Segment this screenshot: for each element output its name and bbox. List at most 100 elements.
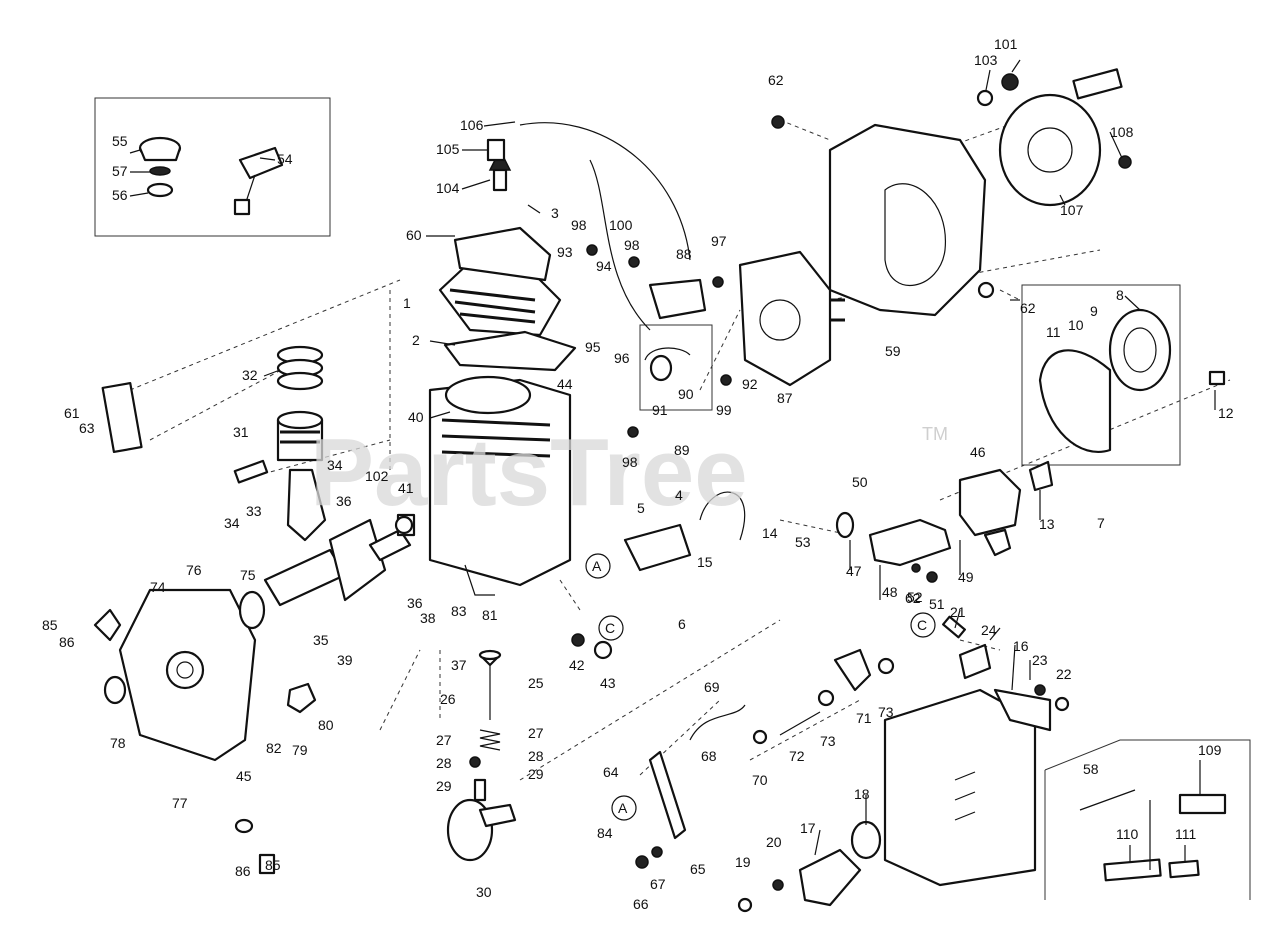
callout-69: 69 bbox=[704, 679, 720, 695]
starter-nut-part bbox=[1001, 73, 1019, 91]
callout-34b: 34 bbox=[327, 457, 343, 473]
oil-seal-part-78 bbox=[103, 675, 127, 705]
camshaft-part bbox=[446, 798, 517, 862]
piston-rings-part bbox=[276, 345, 324, 391]
nut-42 bbox=[571, 633, 585, 647]
callout-68: 68 bbox=[701, 748, 717, 764]
governor-rod-part bbox=[689, 704, 746, 741]
callout-45: 45 bbox=[236, 768, 252, 784]
screw-98c bbox=[627, 426, 639, 438]
callout-12: 12 bbox=[1218, 405, 1234, 421]
callout-86b: 86 bbox=[235, 863, 251, 879]
callout-54: 54 bbox=[277, 151, 293, 167]
callout-34a: 34 bbox=[224, 515, 240, 531]
callout-4: 4 bbox=[675, 487, 683, 503]
callout-99: 99 bbox=[716, 402, 732, 418]
muffler-stud-part bbox=[942, 615, 966, 639]
callout-85b: 85 bbox=[265, 857, 281, 873]
callout-32: 32 bbox=[242, 367, 258, 383]
ignition-coil-part bbox=[648, 278, 707, 320]
callout-76: 76 bbox=[186, 562, 202, 578]
nut-23 bbox=[1034, 684, 1046, 696]
nut-22 bbox=[1054, 696, 1070, 712]
callout-73a: 73 bbox=[820, 733, 836, 749]
nut-73b bbox=[877, 657, 895, 675]
callout-9: 9 bbox=[1090, 303, 1098, 319]
muffler-part bbox=[883, 688, 1037, 887]
inset-box-air-filter bbox=[1021, 284, 1181, 466]
callout-59: 59 bbox=[885, 343, 901, 359]
callout-63: 63 bbox=[79, 420, 95, 436]
callout-36b: 36 bbox=[407, 595, 423, 611]
callout-82: 82 bbox=[266, 740, 282, 756]
reference-mark-label: C bbox=[917, 617, 927, 633]
muffler-guard-part bbox=[798, 820, 882, 907]
reference-mark-c-2: C bbox=[910, 612, 936, 638]
callout-72: 72 bbox=[789, 748, 805, 764]
callout-50: 50 bbox=[852, 474, 868, 490]
reference-mark-label: C bbox=[605, 620, 615, 636]
tappet-part bbox=[473, 778, 487, 802]
callout-70: 70 bbox=[752, 772, 768, 788]
callout-80: 80 bbox=[318, 717, 334, 733]
callout-94: 94 bbox=[596, 258, 612, 274]
callout-42: 42 bbox=[569, 657, 585, 673]
cap-gasket-part bbox=[149, 166, 171, 176]
callout-22: 22 bbox=[1056, 666, 1072, 682]
callout-38: 38 bbox=[420, 610, 436, 626]
callout-97: 97 bbox=[711, 233, 727, 249]
callout-87: 87 bbox=[777, 390, 793, 406]
reference-mark-a-2: A bbox=[611, 795, 637, 821]
callout-11: 11 bbox=[1046, 324, 1061, 340]
intake-gasket-part bbox=[835, 511, 855, 539]
air-cleaner-part bbox=[1038, 308, 1172, 453]
callout-10: 10 bbox=[1068, 317, 1084, 333]
callout-3: 3 bbox=[551, 205, 559, 221]
callout-26: 26 bbox=[440, 691, 456, 707]
callout-28a: 28 bbox=[436, 755, 452, 771]
bushing-41 bbox=[394, 515, 414, 535]
valve-part bbox=[478, 649, 502, 720]
callout-8: 8 bbox=[1116, 287, 1124, 303]
callout-96: 96 bbox=[614, 350, 630, 366]
oil-plug-part bbox=[234, 818, 276, 875]
callout-53: 53 bbox=[795, 534, 811, 550]
callout-13: 13 bbox=[1039, 516, 1055, 532]
carb-gasket-part bbox=[1028, 460, 1054, 492]
adjusting-screw-part bbox=[779, 711, 821, 736]
callout-77: 77 bbox=[172, 795, 188, 811]
strainer-part bbox=[146, 182, 174, 198]
callout-79: 79 bbox=[292, 742, 308, 758]
callout-71: 71 bbox=[856, 710, 872, 726]
callout-55: 55 bbox=[112, 133, 128, 149]
callout-27a: 27 bbox=[436, 732, 452, 748]
callout-61: 61 bbox=[64, 405, 80, 421]
callout-66: 66 bbox=[633, 896, 649, 912]
callout-110: 110 bbox=[1116, 826, 1139, 842]
piston-part bbox=[276, 410, 324, 462]
blower-housing-part bbox=[828, 123, 987, 317]
head-cover-part bbox=[453, 226, 552, 282]
callout-35: 35 bbox=[313, 632, 329, 648]
engine-block-part bbox=[428, 375, 572, 587]
nut-70 bbox=[752, 729, 768, 745]
callout-88: 88 bbox=[676, 246, 692, 262]
nut-73a bbox=[817, 689, 835, 707]
decal-110 bbox=[1103, 858, 1162, 882]
nut-51 bbox=[926, 571, 938, 583]
callout-84: 84 bbox=[597, 825, 613, 841]
callout-46: 46 bbox=[970, 444, 986, 460]
callout-62c: 62 bbox=[905, 590, 921, 606]
governor-part-79 bbox=[286, 682, 317, 714]
callout-30: 30 bbox=[476, 884, 492, 900]
starter-bolt-part bbox=[1118, 155, 1132, 169]
callout-23: 23 bbox=[1032, 652, 1048, 668]
watermark: PartsTree bbox=[310, 419, 748, 526]
callout-64: 64 bbox=[603, 764, 619, 780]
callout-111: 111 bbox=[1175, 826, 1196, 842]
callout-98c: 98 bbox=[622, 454, 638, 470]
callout-85a: 85 bbox=[42, 617, 58, 633]
spark-plug-wire-part bbox=[519, 122, 691, 261]
callout-81: 81 bbox=[482, 607, 498, 623]
